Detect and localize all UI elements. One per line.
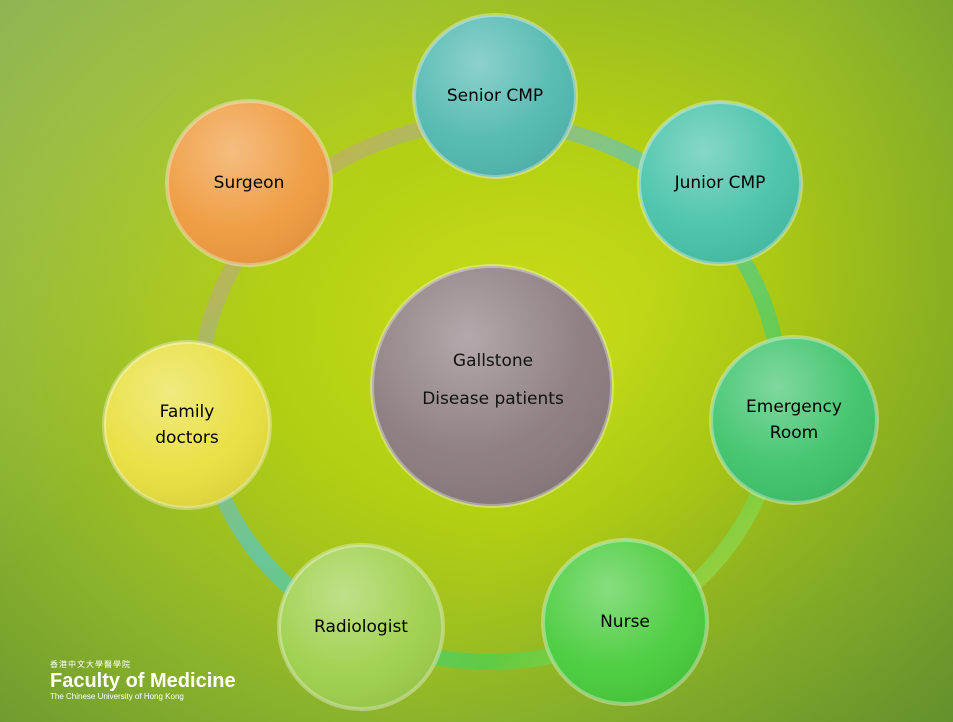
node-label-nurse: Nurse	[600, 612, 650, 632]
node-circle-family-doctors-highlight	[104, 342, 270, 508]
node-label-family-doctors: Family doctors	[155, 402, 219, 448]
node-circle-junior-cmp-highlight	[639, 102, 801, 264]
center-circle-highlight	[372, 266, 612, 506]
node-label-radiologist: Radiologist	[314, 617, 408, 637]
node-label-senior-cmp: Senior CMP	[446, 86, 544, 106]
logo-title: Faculty of Medicine	[50, 670, 236, 692]
node-label-emergency-room: Emergency Room	[746, 397, 842, 443]
center-label: Gallstone Disease patients	[375, 342, 611, 418]
node-circle-emergency-room-highlight	[711, 337, 877, 503]
node-label-junior-cmp: Junior CMP	[674, 173, 766, 193]
faculty-logo: 香港中文大學醫學院 Faculty of Medicine The Chines…	[50, 660, 236, 702]
node-circle-nurse-highlight	[543, 540, 707, 704]
center-label-line1: Gallstone	[452, 351, 534, 371]
node-circle-radiologist-highlight	[279, 545, 443, 709]
node-circle-surgeon-highlight	[167, 101, 331, 265]
node-circle-senior-cmp-highlight	[414, 15, 576, 177]
center-label-line2: Disease patients	[422, 389, 564, 409]
node-label-surgeon: Surgeon	[213, 173, 285, 193]
logo-subtitle: The Chinese University of Hong Kong	[50, 692, 184, 701]
logo-chinese-text: 香港中文大學醫學院	[50, 660, 131, 669]
